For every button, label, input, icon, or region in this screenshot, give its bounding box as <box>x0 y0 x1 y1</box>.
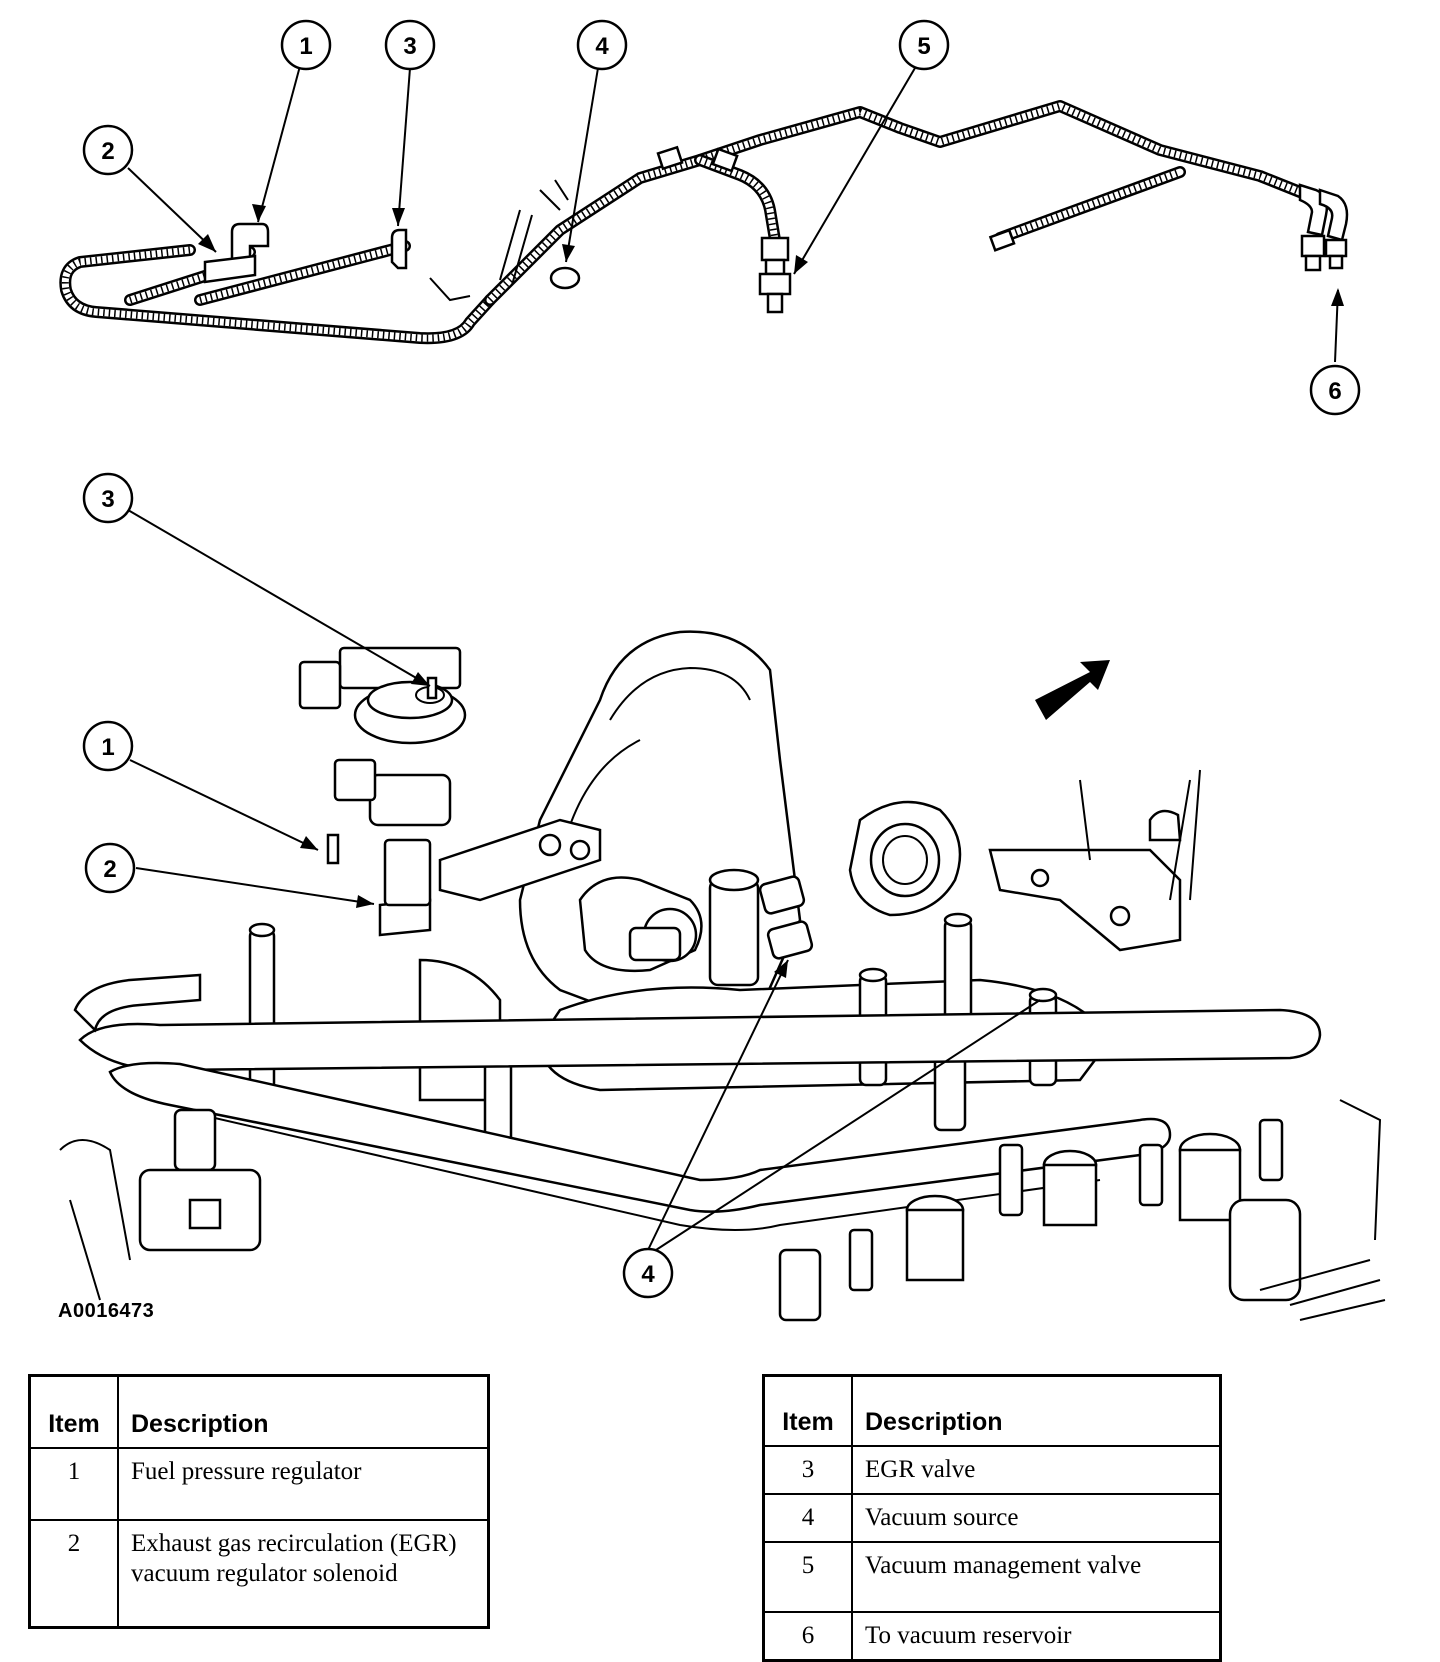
leader-lines-bottom <box>127 509 1041 1251</box>
callout-6-top: 6 <box>1309 364 1361 416</box>
legend-item-description: Vacuum source <box>851 1492 1222 1543</box>
legend-item-number: 2 <box>28 1518 119 1629</box>
svg-text:5: 5 <box>917 33 930 60</box>
legend-table-left: Item Description 1 Fuel pressure regulat… <box>28 1374 490 1629</box>
callout-4-bottom: 4 <box>622 1247 674 1299</box>
figure-id: A0016473 <box>58 1300 155 1322</box>
svg-text:2: 2 <box>101 138 114 165</box>
vacuum-hose-diagram: 1 2 3 4 5 6 <box>59 19 1386 1322</box>
legend-item-description: To vacuum reservoir <box>851 1610 1222 1661</box>
svg-text:3: 3 <box>101 486 114 513</box>
legend-header-item: Item <box>28 1374 119 1449</box>
legend-item-number: 3 <box>762 1444 853 1495</box>
legend-item-number: 6 <box>762 1610 853 1661</box>
legend-item-number: 1 <box>28 1446 119 1521</box>
svg-text:6: 6 <box>1328 378 1341 405</box>
svg-text:2: 2 <box>103 856 116 883</box>
legend-item-description: Vacuum management valve <box>851 1540 1222 1613</box>
legend-header-description: Description <box>117 1374 490 1449</box>
callout-2-top: 2 <box>82 124 134 176</box>
legend-table-right: Item Description 3 EGR valve 4 Vacuum so… <box>762 1374 1222 1662</box>
callout-3-top: 3 <box>384 19 436 71</box>
svg-text:4: 4 <box>595 33 609 60</box>
engine-illustration <box>59 630 1386 1322</box>
legend-item-description: EGR valve <box>851 1444 1222 1495</box>
legend-item-number: 5 <box>762 1540 853 1613</box>
callout-3-bottom: 3 <box>82 472 134 524</box>
svg-text:4: 4 <box>641 1261 655 1288</box>
legend-item-number: 4 <box>762 1492 853 1543</box>
svg-text:3: 3 <box>403 33 416 60</box>
leader-lines-top <box>127 65 1344 363</box>
svg-text:1: 1 <box>101 734 114 761</box>
legend-header-description: Description <box>851 1374 1222 1447</box>
callout-1-bottom: 1 <box>82 720 134 772</box>
legend-header-item: Item <box>762 1374 853 1447</box>
legend-item-description: Exhaust gas recirculation (EGR) vacuum r… <box>117 1518 490 1629</box>
callout-1-top: 1 <box>280 19 332 71</box>
callout-5-top: 5 <box>898 19 950 71</box>
callout-4-top: 4 <box>576 19 628 71</box>
legend-item-description: Fuel pressure regulator <box>117 1446 490 1521</box>
svg-text:1: 1 <box>299 33 312 60</box>
vacuum-harness-drawing <box>59 100 1349 345</box>
callout-2-bottom: 2 <box>84 842 136 894</box>
